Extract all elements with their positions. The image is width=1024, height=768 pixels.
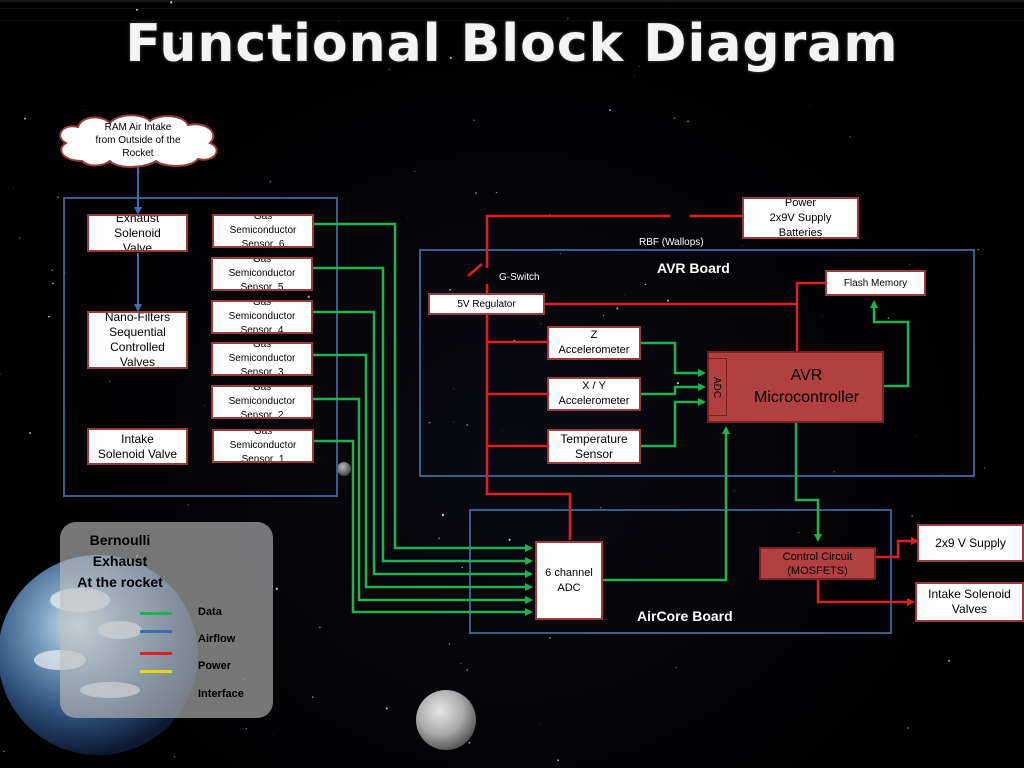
control-circuit-label: Control Circuit (MOSFETS) (782, 550, 853, 577)
intake-solenoid-valve: Intake Solenoid Valve (87, 428, 188, 465)
legend-line-power (140, 652, 172, 655)
legend-label-data: Data (198, 606, 222, 618)
power-gswitch (467, 263, 483, 277)
control-circuit-mosfets: Control Circuit (MOSFETS) (759, 547, 876, 580)
cloud-shape (59, 114, 218, 168)
data-sensor6 (313, 222, 533, 552)
legend-line-airflow (140, 630, 172, 633)
data-wires (313, 222, 910, 616)
gas-sensor-2: Gas Semiconductor Sensor_2 (211, 385, 313, 419)
g-switch-label: G-Switch (499, 272, 540, 283)
output-2x9v-supply: 2x9 V Supply (917, 524, 1024, 562)
page-title: Functional Block Diagram (125, 14, 899, 74)
gas-sensor-1: Gas Semiconductor Sensor_1 (212, 429, 314, 463)
power-to-flash (795, 281, 825, 304)
sampling-frame (63, 197, 338, 497)
nano-filters-valves: Nano-Filters Sequential Controlled Valve… (87, 311, 188, 369)
legend-label-interface: Interface (198, 688, 244, 700)
power-supply-batteries: Power 2x9V Supply Batteries (742, 197, 859, 239)
aircore-board-label: AirCore Board (637, 608, 733, 624)
aircore-board-frame (469, 509, 892, 634)
adc-tag: ADC (707, 358, 727, 416)
ram-air-intake-cloud: RAM Air Intake from Outside of the Rocke… (95, 121, 181, 159)
avr-board-frame (419, 249, 975, 477)
output-intake-solenoid-valves: Intake Solenoid Valves (915, 582, 1024, 622)
exhaust-solenoid-valve: Exhaust Solenoid Valve (87, 214, 188, 252)
gas-sensor-3: Gas Semiconductor Sensor_3 (211, 342, 313, 376)
legend-label-power: Power (198, 660, 232, 672)
adc-tag-label: ADC (711, 376, 723, 398)
gas-sensor-5: Gas Semiconductor Sensor_5 (211, 257, 313, 291)
flash-memory: Flash Memory (825, 270, 926, 296)
data-mcu-to-flash (870, 300, 910, 388)
data-sensor4 (313, 310, 533, 578)
legend-title: Bernoulli Exhaust At the rocket (77, 532, 163, 590)
gas-sensor-4: Gas Semiconductor Sensor_4 (211, 300, 313, 334)
data-sensor2 (313, 397, 533, 604)
power-rbf-line (485, 214, 670, 268)
power-to-intake-valves (816, 580, 915, 606)
data-sensor1 (313, 439, 533, 616)
top-glare (0, 0, 1024, 21)
power-wires (467, 214, 919, 606)
legend-panel (60, 522, 273, 718)
six-channel-adc: 6 channel ADC (535, 541, 603, 620)
gas-sensor-6: Gas Semiconductor Sensor_6 (212, 214, 314, 248)
regulator-5v: 5V Regulator (428, 293, 545, 315)
data-sensor3 (313, 353, 533, 591)
data-adc-to-mcu (603, 426, 730, 582)
legend-line-data (140, 612, 172, 615)
z-accelerometer: Z Accelerometer (547, 326, 641, 360)
data-xy-to-mcu (640, 383, 706, 396)
data-temp-to-mcu (640, 398, 706, 448)
avr-board-label: AVR Board (657, 260, 730, 276)
temperature-sensor: Temperature Sensor (547, 429, 641, 464)
mcu-label: AVR Microcontroller (754, 367, 859, 406)
data-mcu-to-control (794, 422, 822, 542)
power-to-2x9 (876, 537, 919, 559)
moon (416, 690, 476, 750)
data-sensor5 (313, 266, 533, 565)
power-main-bus (485, 284, 572, 540)
small-moon (337, 462, 351, 476)
avr-microcontroller: AVR Microcontroller (707, 351, 884, 423)
legend-line-interface (140, 670, 172, 673)
xy-accelerometer: X / Y Accelerometer (547, 377, 641, 411)
data-z-to-mcu (640, 341, 706, 377)
legend-label-airflow: Airflow (198, 633, 236, 645)
rbf-label: RBF (Wallops) (639, 237, 704, 248)
